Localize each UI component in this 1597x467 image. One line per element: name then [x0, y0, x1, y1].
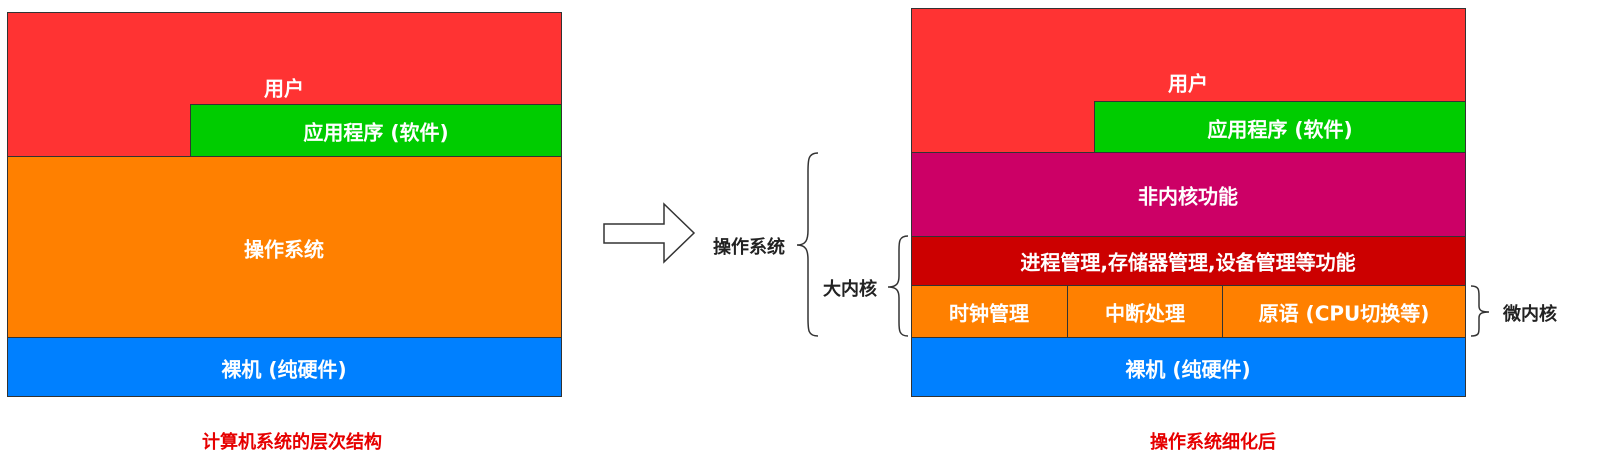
micro-kernel-label-interrupt: 中断处理 — [1105, 301, 1185, 326]
big-kernel-label: 进程管理,存储器管理,设备管理等功能 — [1020, 250, 1356, 275]
right-hardware-layer — [911, 337, 1466, 397]
non-kernel-layer — [911, 152, 1466, 237]
left-hardware-layer — [7, 337, 562, 397]
left-caption: 计算机系统的层次结构 — [202, 432, 382, 453]
micro-kernel-label-clock: 时钟管理 — [949, 301, 1029, 326]
right-caption: 操作系统细化后 — [1150, 432, 1276, 453]
micro-kernel-brace-icon — [1470, 285, 1490, 337]
micro-kernel-item-interrupt — [1067, 285, 1223, 338]
os-brace-icon — [796, 152, 819, 337]
micro-kernel-brace-label: 微内核 — [1503, 304, 1557, 325]
right-user-label: 用户 — [1168, 71, 1208, 96]
left-user-label: 用户 — [264, 76, 304, 101]
big-kernel-layer — [911, 236, 1466, 286]
left-os-layer — [7, 156, 562, 338]
right-arrow-icon — [603, 202, 696, 264]
right-app-layer — [1094, 101, 1466, 153]
left-os-label: 操作系统 — [244, 237, 324, 262]
right-hardware-label: 裸机 (纯硬件) — [1125, 357, 1251, 382]
left-app-label: 应用程序 (软件) — [303, 120, 449, 145]
big-kernel-brace-icon — [887, 235, 909, 337]
right-app-label: 应用程序 (软件) — [1207, 117, 1353, 142]
micro-kernel-item-clock — [911, 285, 1068, 338]
non-kernel-label: 非内核功能 — [1138, 184, 1238, 209]
micro-kernel-label-primitive: 原语 (CPU切换等) — [1258, 301, 1430, 326]
micro-kernel-item-primitive — [1222, 285, 1466, 338]
left-hardware-label: 裸机 (纯硬件) — [221, 357, 347, 382]
os-brace-label: 操作系统 — [713, 237, 785, 258]
big-kernel-brace-label: 大内核 — [823, 279, 877, 300]
